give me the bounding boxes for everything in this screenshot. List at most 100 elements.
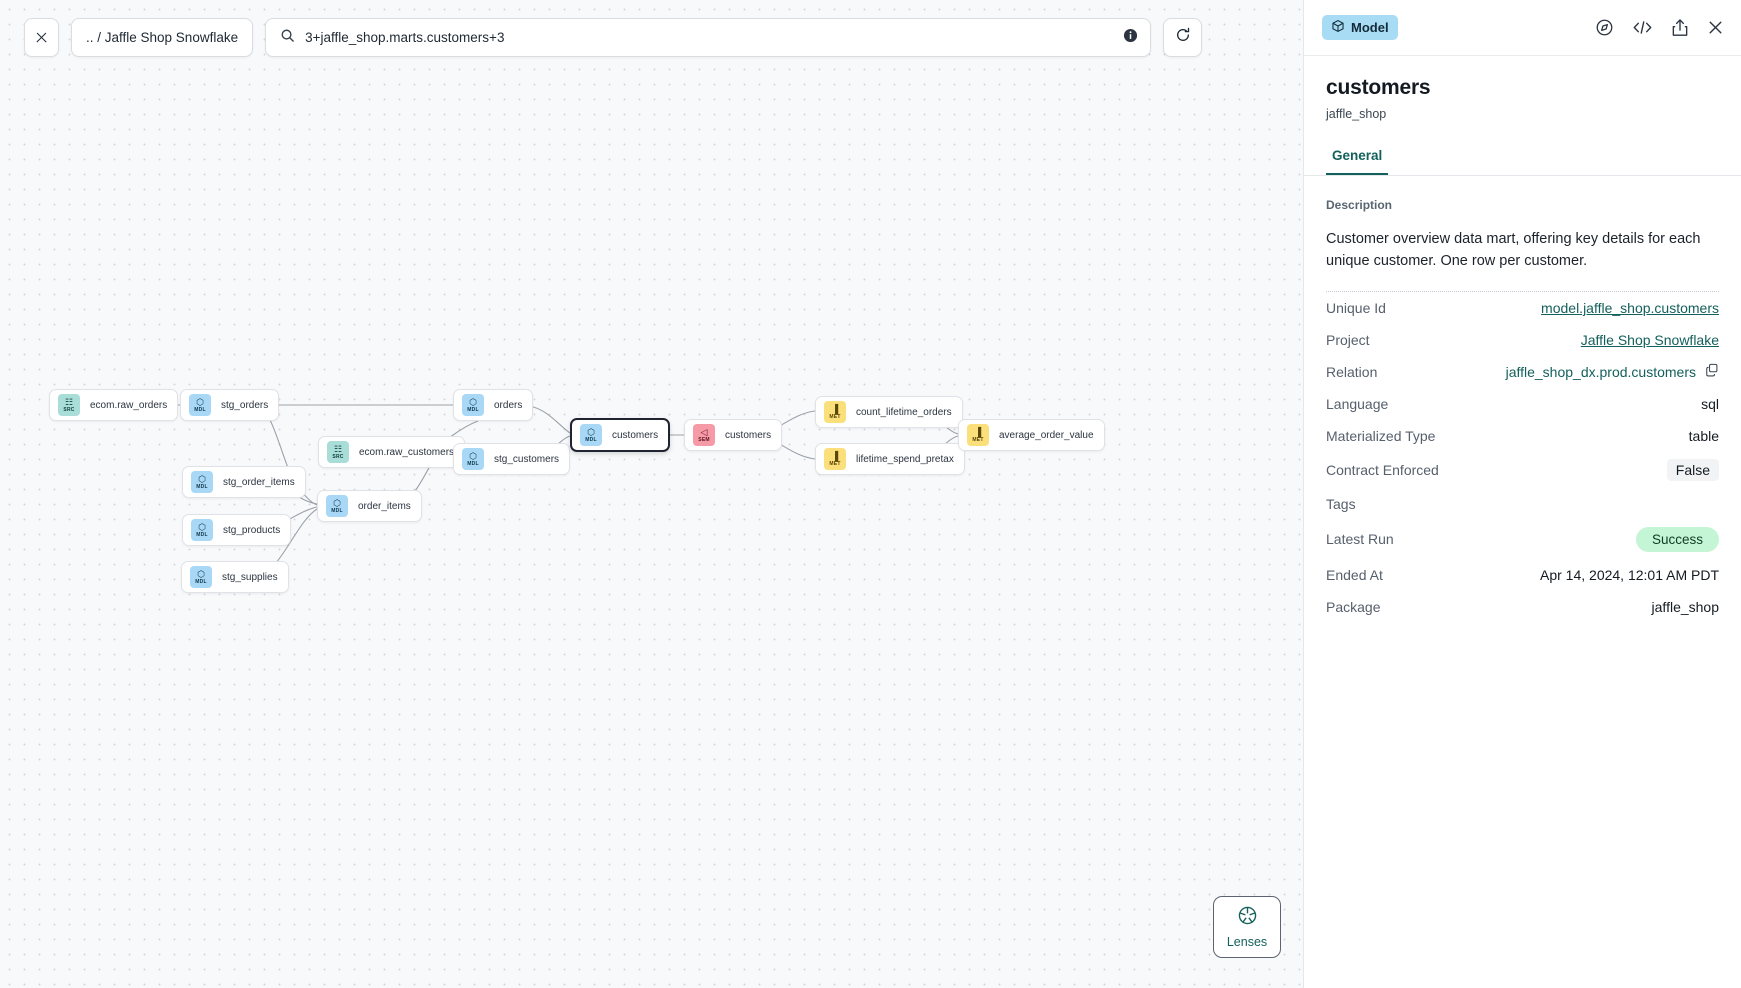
breadcrumb-label: .. / Jaffle Shop Snowflake: [86, 30, 239, 45]
lineage-node-lifetime_spend_pretax[interactable]: ▐MET lifetime_spend_pretax: [815, 443, 965, 475]
status-badge: False: [1666, 458, 1719, 481]
met-badge-icon: ▐MET: [967, 424, 989, 446]
property-value[interactable]: jaffle_shop_dx.prod.customers: [1506, 363, 1719, 380]
search-input[interactable]: [305, 30, 1114, 45]
canvas-toolbar: .. / Jaffle Shop Snowflake: [24, 18, 1203, 57]
lineage-canvas[interactable]: .. / Jaffle Shop Snowflake: [0, 0, 1303, 988]
property-value[interactable]: model.jaffle_shop.customers: [1541, 299, 1719, 316]
met-badge-icon: ▐MET: [824, 401, 846, 423]
code-icon[interactable]: [1632, 19, 1653, 36]
property-row: Project Jaffle Shop Snowflake: [1326, 324, 1719, 356]
lineage-node-label: customers: [612, 429, 659, 441]
sem-badge-icon: ◁SEM: [693, 424, 715, 446]
mdl-badge-icon: ⬡MDL: [190, 566, 212, 588]
lineage-node-customers_semantic[interactable]: ◁SEM customers: [684, 419, 783, 451]
divider: [1326, 290, 1719, 292]
lineage-node-stg_products[interactable]: ⬡MDL stg_products: [182, 514, 292, 546]
status-badge[interactable]: Success: [1635, 526, 1719, 552]
explore-icon[interactable]: [1595, 18, 1614, 37]
property-key: Materialized Type: [1326, 427, 1436, 444]
property-value: jaffle_shop: [1651, 598, 1719, 615]
lineage-node-order_items[interactable]: ⬡MDL order_items: [317, 490, 422, 522]
met-badge-icon: ▐MET: [824, 448, 846, 470]
panel-actions: [1595, 18, 1724, 37]
mdl-badge-icon: ⬡MDL: [191, 471, 213, 493]
property-key: Project: [1326, 331, 1370, 348]
lineage-node-label: order_items: [358, 500, 411, 512]
lineage-node-customers_model[interactable]: ⬡MDL customers: [570, 418, 671, 452]
lenses-button[interactable]: Lenses: [1213, 896, 1281, 958]
property-row: Package jaffle_shop: [1326, 591, 1719, 623]
relation-text[interactable]: jaffle_shop_dx.prod.customers: [1505, 363, 1696, 380]
refresh-icon: [1175, 27, 1191, 48]
panel-header: customers jaffle_shop: [1304, 56, 1741, 121]
lineage-node-stg_customers[interactable]: ⬡MDL stg_customers: [453, 443, 571, 475]
property-key: Package: [1326, 598, 1381, 615]
lineage-node-label: lifetime_spend_pretax: [856, 453, 954, 465]
tab-general[interactable]: General: [1326, 148, 1389, 175]
property-row: Contract Enforced False: [1326, 452, 1719, 488]
lineage-node-label: customers: [725, 429, 772, 441]
close-icon[interactable]: [1707, 19, 1724, 36]
lineage-node-label: average_order_value: [999, 429, 1094, 441]
lineage-node-label: stg_orders: [221, 399, 269, 411]
lineage-node-label: stg_order_items: [223, 476, 295, 488]
search-box[interactable]: [265, 18, 1152, 57]
lineage-node-label: orders: [494, 399, 523, 411]
property-row: Materialized Type table: [1326, 420, 1719, 452]
property-key: Tags: [1326, 495, 1356, 512]
mdl-badge-icon: ⬡MDL: [580, 424, 602, 446]
property-value: sql: [1701, 395, 1719, 412]
close-lineage-button[interactable]: [24, 18, 59, 57]
lineage-node-label: stg_products: [223, 524, 281, 536]
property-key: Relation: [1326, 363, 1378, 380]
share-icon[interactable]: [1671, 18, 1689, 37]
breadcrumb-button[interactable]: .. / Jaffle Shop Snowflake: [71, 18, 254, 57]
panel-body: Description Customer overview data mart,…: [1304, 176, 1741, 988]
mdl-badge-icon: ⬡MDL: [191, 519, 213, 541]
lineage-node-stg_order_items[interactable]: ⬡MDL stg_order_items: [182, 466, 306, 498]
refresh-button[interactable]: [1163, 18, 1203, 57]
info-icon[interactable]: [1123, 28, 1138, 48]
page-subtitle: jaffle_shop: [1326, 107, 1387, 121]
property-value: Apr 14, 2024, 12:01 AM PDT: [1540, 566, 1719, 583]
property-row: Latest Run Success: [1326, 520, 1719, 559]
property-value: table: [1688, 427, 1719, 444]
aperture-icon: [1237, 905, 1258, 931]
page-title: customers: [1326, 76, 1431, 99]
copy-icon[interactable]: [1705, 363, 1719, 380]
src-badge-icon: ☷SRC: [327, 441, 349, 463]
resource-type-chip[interactable]: Model: [1322, 15, 1398, 40]
property-row: Tags: [1326, 488, 1719, 520]
lineage-node-label: ecom.raw_orders: [90, 399, 168, 411]
lineage-node-label: ecom.raw_customers: [359, 446, 455, 458]
lenses-label: Lenses: [1226, 935, 1268, 949]
mdl-badge-icon: ⬡MDL: [326, 495, 348, 517]
property-key: Latest Run: [1326, 531, 1394, 548]
property-key: Ended At: [1326, 566, 1383, 583]
property-row: Ended At Apr 14, 2024, 12:01 AM PDT: [1326, 559, 1719, 591]
panel-tabs: General: [1304, 148, 1741, 176]
close-icon: [35, 31, 48, 44]
details-panel: Model: [1303, 0, 1741, 988]
lineage-node-average_order_value[interactable]: ▐MET average_order_value: [958, 419, 1105, 451]
lineage-node-label: stg_customers: [494, 453, 560, 465]
description-label: Description: [1326, 198, 1393, 212]
property-key: Contract Enforced: [1326, 461, 1439, 478]
property-row: Unique Id model.jaffle_shop.customers: [1326, 292, 1719, 324]
property-key: Language: [1326, 395, 1389, 412]
property-value[interactable]: Jaffle Shop Snowflake: [1580, 331, 1719, 348]
mdl-badge-icon: ⬡MDL: [462, 448, 484, 470]
lineage-node-ecom_raw_customers[interactable]: ☷SRC ecom.raw_customers: [318, 436, 466, 468]
search-icon: [280, 28, 295, 48]
property-row: Relation jaffle_shop_dx.prod.customers: [1326, 356, 1719, 388]
property-key: Unique Id: [1326, 299, 1386, 316]
cube-icon: [1331, 19, 1345, 36]
